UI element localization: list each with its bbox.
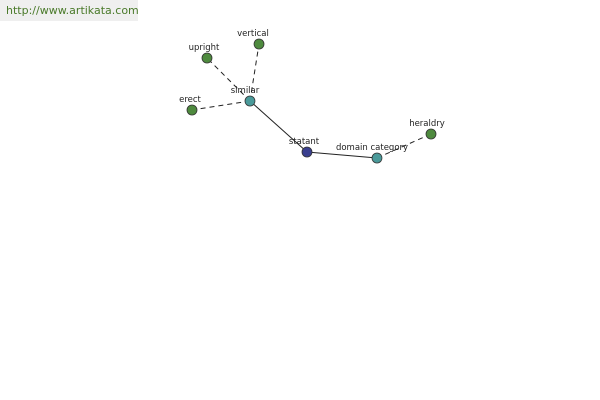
node-label: upright bbox=[189, 43, 220, 53]
node-marker[interactable] bbox=[244, 95, 256, 107]
node-marker[interactable] bbox=[186, 104, 198, 116]
node-domain-category[interactable]: domain category bbox=[336, 143, 408, 164]
watermark-url: http://www.artikata.com bbox=[0, 0, 139, 21]
node-label: statant bbox=[289, 137, 320, 147]
node-upright[interactable]: upright bbox=[189, 43, 220, 64]
node-label: domain category bbox=[336, 143, 408, 153]
nodes-layer: statant similar domain category upright vert… bbox=[179, 29, 445, 164]
edge-domain_category-heraldry bbox=[376, 133, 432, 159]
node-statant[interactable]: statant bbox=[289, 137, 320, 158]
node-heraldry[interactable]: heraldry bbox=[409, 119, 445, 140]
edges-layer bbox=[191, 43, 432, 159]
node-label: erect bbox=[179, 95, 201, 105]
node-label: vertical bbox=[237, 29, 269, 39]
edge-similar-erect bbox=[191, 100, 251, 111]
edge-statant-domain_category bbox=[306, 151, 378, 159]
node-marker[interactable] bbox=[425, 128, 437, 140]
edge-similar-vertical bbox=[249, 43, 260, 102]
node-similar[interactable]: similar bbox=[231, 86, 260, 107]
node-marker[interactable] bbox=[201, 52, 213, 64]
node-label: heraldry bbox=[409, 119, 445, 129]
edge-similar-upright bbox=[206, 57, 251, 102]
edge-statant-similar bbox=[249, 100, 308, 153]
node-marker[interactable] bbox=[253, 38, 265, 50]
node-label: similar bbox=[231, 86, 260, 96]
node-marker[interactable] bbox=[301, 146, 313, 158]
node-erect[interactable]: erect bbox=[179, 95, 202, 116]
node-vertical[interactable]: vertical bbox=[237, 29, 269, 50]
node-marker[interactable] bbox=[371, 152, 383, 164]
